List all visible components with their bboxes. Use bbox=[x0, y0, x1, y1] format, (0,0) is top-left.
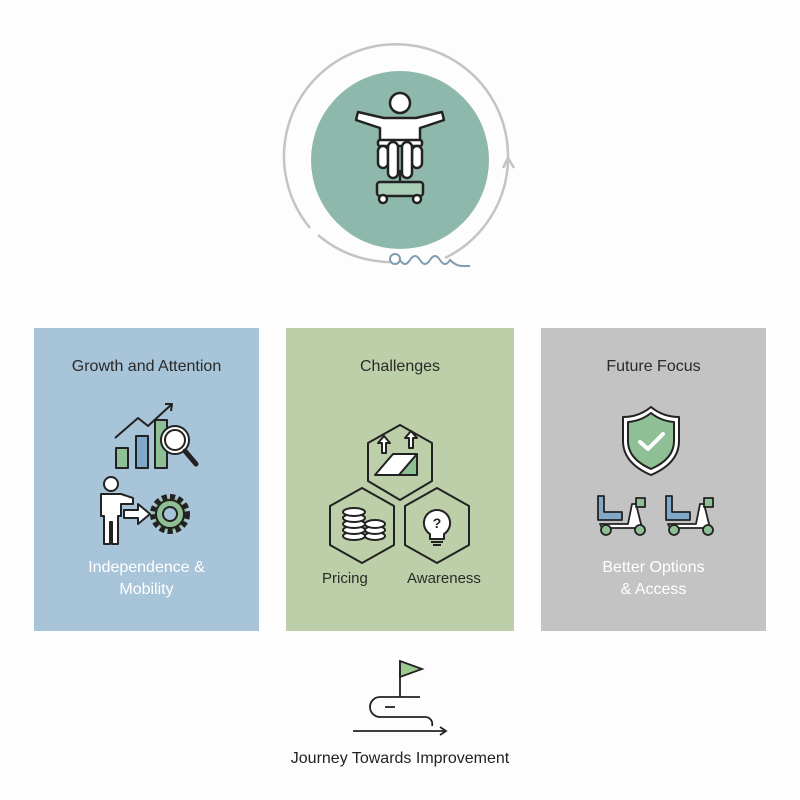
panel-title: Challenges bbox=[359, 358, 441, 375]
panel-challenges: Challenges ? Pricing Awareness bbox=[286, 328, 514, 631]
growth-chart-magnifier-icon bbox=[114, 403, 199, 469]
coins-icon bbox=[342, 507, 386, 541]
lightbulb-question-icon: ? bbox=[422, 508, 452, 546]
person-gear-icon bbox=[100, 476, 190, 545]
scooter-icon bbox=[597, 495, 646, 536]
panel-title: Future Focus bbox=[606, 358, 701, 375]
hero-emblem bbox=[282, 43, 516, 267]
challenge-hexagons-icon: ? bbox=[329, 424, 470, 564]
label-line-1: Independence & bbox=[88, 559, 205, 576]
cycle-ring-icon bbox=[282, 43, 516, 264]
shield-check-icon bbox=[622, 406, 680, 476]
item-pricing: Pricing bbox=[322, 570, 368, 587]
panel-label: Better Options & Access bbox=[541, 557, 766, 601]
teal-circle bbox=[311, 71, 489, 249]
arrow-up-icon bbox=[404, 430, 418, 449]
footer-caption: Journey Towards Improvement bbox=[290, 750, 510, 767]
panel-label: Independence & Mobility bbox=[34, 557, 259, 601]
panel-future: Future Focus Better Options & Access bbox=[541, 328, 766, 631]
person-wheelchair-icon bbox=[354, 91, 446, 205]
label-line-1: Better Options bbox=[602, 559, 705, 576]
label-line-2: Mobility bbox=[119, 581, 174, 598]
mobility-scooters-icon bbox=[597, 495, 714, 536]
scooter-icon bbox=[665, 495, 714, 536]
svg-text:?: ? bbox=[433, 515, 442, 531]
arrow-up-icon bbox=[377, 435, 391, 454]
panel-title: Growth and Attention bbox=[71, 358, 222, 375]
wave-line-icon bbox=[389, 253, 470, 267]
label-line-2: & Access bbox=[620, 581, 687, 598]
panel-growth: Growth and Attention Independence & Mobi… bbox=[34, 328, 259, 631]
item-awareness: Awareness bbox=[407, 570, 481, 587]
